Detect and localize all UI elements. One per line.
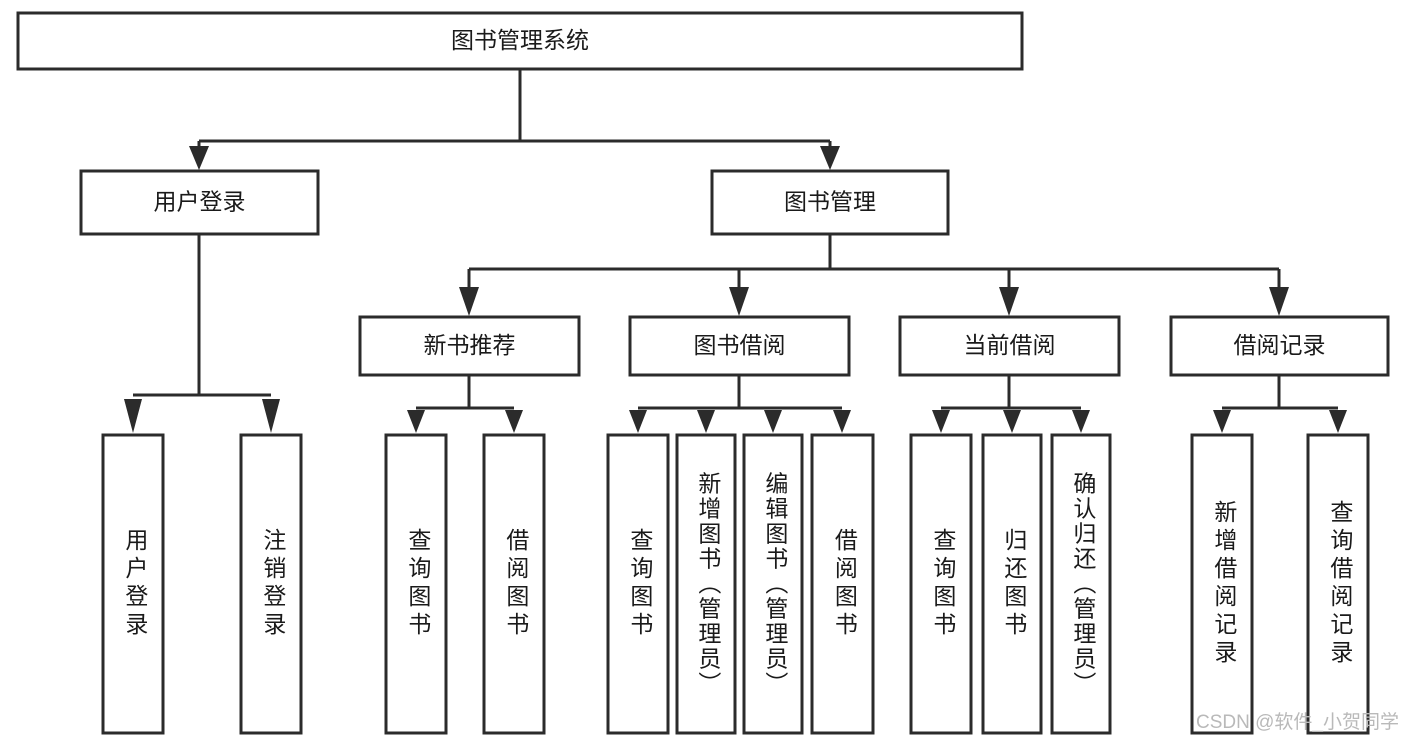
connector-layer <box>124 69 1347 433</box>
node-level2-0[interactable]: 用户登录 <box>79 169 320 236</box>
arrow-head-leaf-newbook-2 <box>505 410 523 433</box>
node-box[interactable] <box>981 433 1043 735</box>
node-label: 新增借阅记录 <box>1211 500 1238 668</box>
node-box[interactable] <box>101 433 165 735</box>
node-box[interactable] <box>628 315 851 377</box>
arrow-head-borrow <box>729 287 749 316</box>
node-box[interactable] <box>358 315 581 377</box>
node-box[interactable] <box>79 169 320 236</box>
arrow-head-leaf-current-3 <box>1072 410 1090 433</box>
arrow-head-leaf-borrow-4 <box>833 410 851 433</box>
node-leaf-0[interactable]: 用户登录 <box>101 433 165 735</box>
node-box[interactable] <box>1050 433 1112 735</box>
node-box[interactable] <box>1169 315 1390 377</box>
node-root-图书管理系统[interactable]: 图书管理系统 <box>16 11 1024 71</box>
node-label: 查询借阅记录 <box>1327 500 1354 668</box>
node-level2-1[interactable]: 图书管理 <box>710 169 950 236</box>
node-label: 注销登录 <box>260 528 287 640</box>
node-label: 图书管理 <box>784 189 876 215</box>
node-leaf-9[interactable]: 归还图书 <box>981 433 1043 735</box>
node-label: 图书借阅 <box>694 332 786 358</box>
arrow-head-leaf-borrow-3 <box>764 410 782 433</box>
node-box[interactable] <box>1190 433 1254 735</box>
node-label: 新书推荐 <box>424 332 516 358</box>
node-label: 查询图书 <box>627 528 654 640</box>
node-label: 编辑图书（管理员） <box>762 472 789 697</box>
node-leaf-4[interactable]: 查询图书 <box>606 433 670 735</box>
node-box[interactable] <box>742 433 804 735</box>
arrow-head-book-mgmt <box>820 146 840 170</box>
node-leaf-6[interactable]: 编辑图书（管理员） <box>742 433 804 735</box>
node-label: 图书管理系统 <box>451 27 589 53</box>
node-label: 借阅图书 <box>503 528 530 640</box>
node-box[interactable] <box>898 315 1121 377</box>
node-level3-0[interactable]: 新书推荐 <box>358 315 581 377</box>
node-label: 用户登录 <box>154 189 246 215</box>
arrow-head-leaf-borrow-2 <box>697 410 715 433</box>
arrow-head-newbook <box>459 287 479 316</box>
watermark-text: CSDN @软件_小贺同学 <box>1196 711 1399 733</box>
node-leaf-10[interactable]: 确认归还（管理员） <box>1050 433 1112 735</box>
arrow-head-record <box>1269 287 1289 316</box>
node-label: 借阅记录 <box>1234 332 1326 358</box>
arrow-head-leaf-record-1 <box>1213 410 1231 433</box>
node-box[interactable] <box>384 433 448 735</box>
node-label: 确认归还（管理员） <box>1070 472 1097 697</box>
node-leaf-12[interactable]: 查询借阅记录 <box>1306 433 1370 735</box>
node-leaf-2[interactable]: 查询图书 <box>384 433 448 735</box>
node-box[interactable] <box>606 433 670 735</box>
node-label: 用户登录 <box>122 528 149 640</box>
node-level3-2[interactable]: 当前借阅 <box>898 315 1121 377</box>
arrow-head-leaf-newbook-1 <box>407 410 425 433</box>
node-leaf-11[interactable]: 新增借阅记录 <box>1190 433 1254 735</box>
node-leaf-7[interactable]: 借阅图书 <box>810 433 875 735</box>
node-leaf-3[interactable]: 借阅图书 <box>482 433 546 735</box>
node-label: 当前借阅 <box>964 332 1056 358</box>
arrow-head-leaf-current-1 <box>932 410 950 433</box>
node-box[interactable] <box>909 433 973 735</box>
arrow-head-leaf-current-2 <box>1003 410 1021 433</box>
node-layer: 图书管理系统用户登录图书管理新书推荐图书借阅当前借阅借阅记录用户登录注销登录查询… <box>16 11 1390 735</box>
node-box[interactable] <box>482 433 546 735</box>
node-label: 归还图书 <box>1001 528 1028 640</box>
node-leaf-8[interactable]: 查询图书 <box>909 433 973 735</box>
node-label: 查询图书 <box>930 528 957 640</box>
node-box[interactable] <box>810 433 875 735</box>
arrow-head-user-login <box>189 146 209 170</box>
node-box[interactable] <box>239 433 303 735</box>
arrow-head-leaf-logout <box>262 399 280 433</box>
node-level3-3[interactable]: 借阅记录 <box>1169 315 1390 377</box>
arrow-head-current <box>999 287 1019 316</box>
node-box[interactable] <box>1306 433 1370 735</box>
node-label: 查询图书 <box>405 528 432 640</box>
node-level3-1[interactable]: 图书借阅 <box>628 315 851 377</box>
arrow-head-leaf-record-2 <box>1329 410 1347 433</box>
node-label: 借阅图书 <box>831 528 858 640</box>
node-box[interactable] <box>16 11 1024 71</box>
node-leaf-1[interactable]: 注销登录 <box>239 433 303 735</box>
node-box[interactable] <box>675 433 737 735</box>
arrow-head-leaf-user-login <box>124 399 142 433</box>
node-leaf-5[interactable]: 新增图书（管理员） <box>675 433 737 735</box>
node-box[interactable] <box>710 169 950 236</box>
node-label: 新增图书（管理员） <box>695 472 722 697</box>
arrow-head-leaf-borrow-1 <box>629 410 647 433</box>
